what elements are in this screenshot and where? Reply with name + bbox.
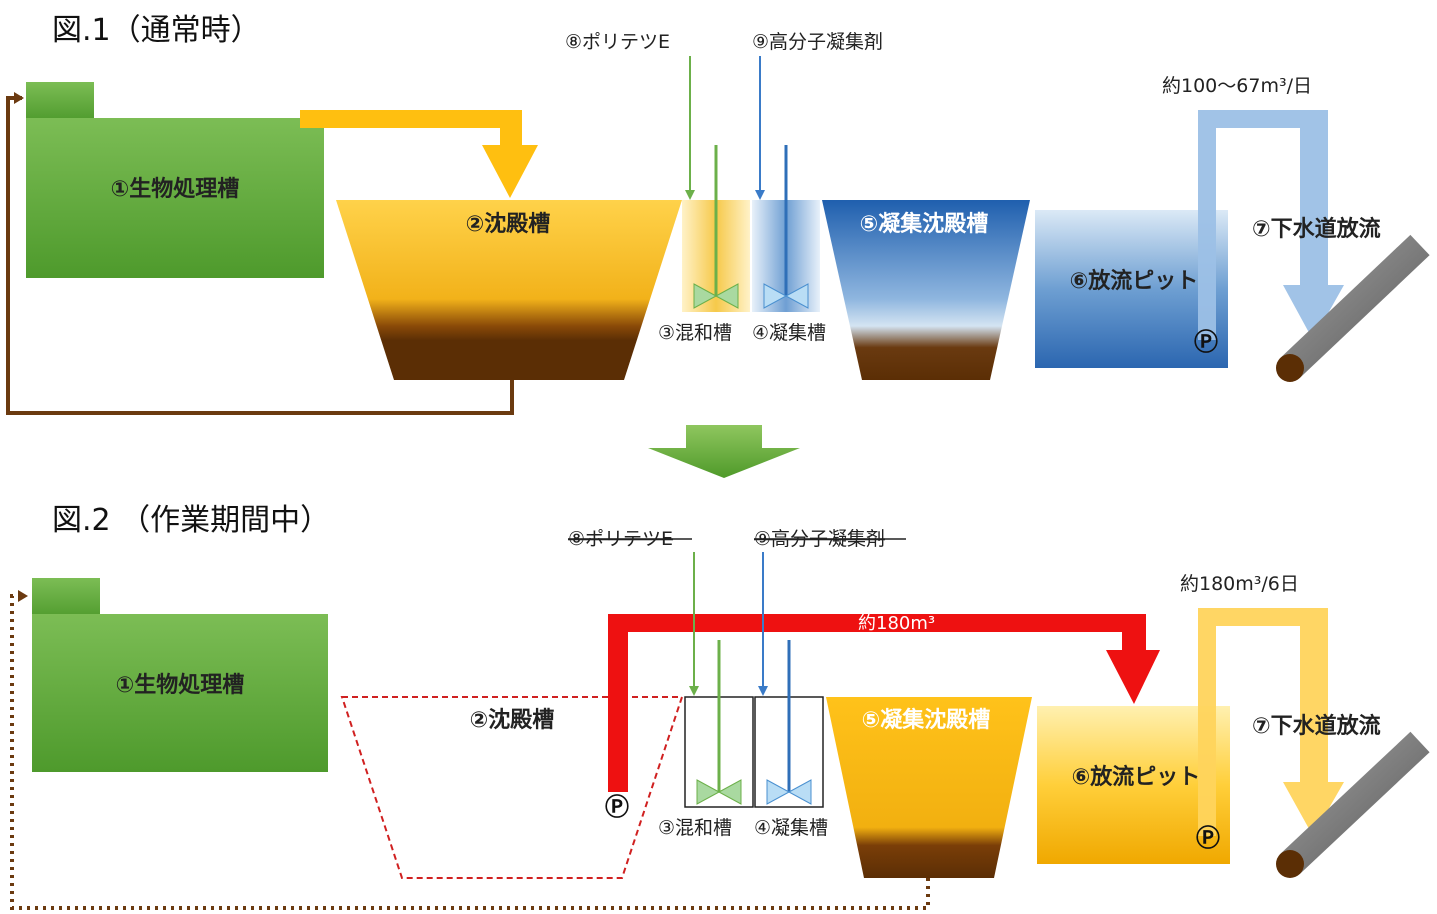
fig2-return-arrowhead — [18, 590, 28, 602]
fig1-chem2-arrowhead — [755, 190, 765, 200]
fig2-pump-b: Ⓟ — [1196, 824, 1220, 852]
fig1-tank2-label: ②沈殿槽 — [466, 212, 551, 237]
fig2-discharge-label: ⑦下水道放流 — [1252, 713, 1381, 739]
fig1-tank1 — [26, 118, 324, 278]
fig2-sewer-pipe — [1280, 731, 1430, 875]
fig1-tank1-label: ①生物処理槽 — [111, 176, 240, 202]
fig2-tank6-label: ⑥放流ピット — [1072, 764, 1201, 790]
fig2-chem1-arrowhead — [689, 686, 699, 696]
fig2-stirrer-blade-1 — [696, 779, 742, 805]
fig1-flow-rate: 約100〜67m³/日 — [1162, 75, 1312, 97]
fig1-stirrer-blade-1 — [693, 283, 739, 309]
fig1-tank4-label: ④凝集槽 — [752, 322, 826, 344]
fig1-tank5-label: ⑤凝集沈殿槽 — [860, 211, 989, 237]
fig1-tank1-cap — [26, 82, 94, 122]
fig1-pump: Ⓟ — [1194, 328, 1218, 356]
fig2-tank6 — [1037, 706, 1230, 864]
fig1-return-arrowhead — [14, 92, 24, 104]
fig2-transfer-label: 約180m³ — [858, 613, 935, 634]
fig1-chem1-arrowhead — [685, 190, 695, 200]
fig2-title: 図.2 （作業期間中） — [52, 503, 330, 538]
fig2-sewer-pipe-end — [1276, 850, 1304, 878]
fig2-chem2-arrowhead — [758, 686, 768, 696]
fig1-return-line — [6, 96, 514, 415]
fig1-tank5 — [822, 200, 1030, 380]
fig2-flow-rate: 約180m³/6日 — [1180, 573, 1299, 595]
fig1-stirrer-blade-2 — [763, 283, 809, 309]
fig1-chem2-label: ⑨高分子凝集剤 — [752, 31, 883, 53]
fig1-discharge-flow — [1198, 110, 1344, 340]
fig2-discharge-flow — [1198, 608, 1344, 836]
fig2-transfer-flow — [608, 614, 1160, 792]
fig1-sewer-pipe-end — [1276, 354, 1304, 382]
fig2-tank2-label: ②沈殿槽 — [470, 708, 555, 733]
fig1-tank6 — [1035, 210, 1228, 368]
fig1-title: 図.1（通常時） — [52, 13, 261, 48]
fig2-tank3-label: ③混和槽 — [658, 817, 732, 839]
fig1-tank2 — [336, 200, 682, 380]
fig2-stirrer-blade-2 — [766, 779, 812, 805]
fig2-tank2 — [340, 696, 684, 879]
fig1-flow-arrow-1 — [300, 110, 538, 198]
fig2-tank5 — [826, 697, 1032, 878]
transition-arrow — [648, 425, 800, 478]
fig1-discharge-label: ⑦下水道放流 — [1252, 216, 1381, 242]
fig1-chem1-label: ⑧ポリテツE — [565, 31, 670, 53]
fig2-pump-a: Ⓟ — [605, 793, 629, 821]
fig2-return-line — [10, 594, 930, 910]
fig1-sewer-pipe — [1280, 234, 1430, 379]
fig2-tank1-label: ①生物処理槽 — [116, 672, 245, 698]
fig2-tank5-label: ⑤凝集沈殿槽 — [862, 707, 991, 733]
fig2-tank1 — [32, 614, 328, 772]
fig2-tank4-label: ④凝集槽 — [754, 817, 828, 839]
fig1-tank3-label: ③混和槽 — [658, 322, 732, 344]
fig2-tank1-cap — [32, 578, 100, 620]
fig1-tank6-label: ⑥放流ピット — [1070, 268, 1199, 294]
